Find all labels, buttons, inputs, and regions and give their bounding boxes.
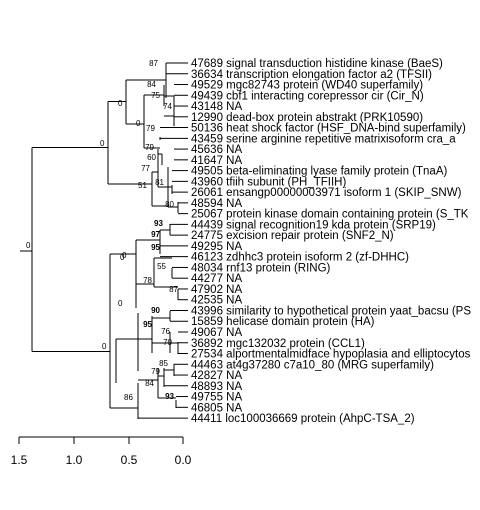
support-value: 51: [138, 181, 147, 190]
support-value: 70: [163, 338, 172, 347]
axis-tick-label-4: 0.0: [175, 453, 192, 467]
leaf-label: 46123 zdhhc3 protein isoform 2 (zf-DHHC): [191, 252, 409, 264]
support-value: 0: [118, 99, 123, 108]
support-value: 0: [120, 253, 125, 262]
leaf-label: 46805 NA: [191, 402, 242, 414]
axis-tick-label-1: 1.5: [11, 453, 28, 467]
leaf-label: 42827 NA: [191, 370, 242, 382]
leaf-label: 44463 at4g37280 c7a10_80 (MRG superfamil…: [191, 359, 434, 371]
leaf-label: 42535 NA: [191, 295, 242, 307]
support-value: 97: [151, 230, 160, 239]
support-value: 79: [151, 367, 160, 376]
support-value: 81: [155, 178, 164, 187]
axis-tick-label-2: 1.0: [66, 453, 83, 467]
leaf-label: 36892 mgc132032 protein (CCL1): [191, 338, 365, 350]
support-value: 87: [169, 285, 178, 294]
support-value: 60: [147, 153, 156, 162]
support-value: 0: [100, 139, 105, 148]
leaf-label: 43148 NA: [191, 101, 242, 113]
leaf-label: 27534 alportmentalmidface hypoplasia and…: [191, 349, 471, 361]
support-value: 93: [165, 392, 174, 401]
leaf-label: 44439 signal recognition19 kda protein (…: [191, 219, 436, 231]
leaf-label: 44411 loc100036669 protein (AhpC-TSA_2): [191, 413, 415, 425]
support-values: 0000870847574795177607981800093979578558…: [26, 59, 179, 402]
leaf-label: 26061 ensangp00000003971 isoform 1 (SKIP…: [191, 187, 462, 199]
leaf-label: 36634 transcription elongation factor a2…: [191, 69, 432, 81]
leaf-label: 47689 signal transduction histidine kina…: [191, 58, 443, 70]
support-value: 78: [143, 276, 152, 285]
support-value: 84: [147, 80, 156, 89]
leaf-label: 43960 tfiih subunit (PH_TFIIH): [191, 176, 346, 188]
leaf-label: 43459 serine arginine repetitive matrixi…: [191, 133, 456, 145]
support-value: 84: [145, 379, 154, 388]
leaf-label: 25067 protein kinase domain containing p…: [191, 209, 469, 221]
leaf-labels: 47689 signal transduction histidine kina…: [191, 58, 471, 425]
leaf-label: 43996 similarity to hypothetical protein…: [191, 305, 471, 317]
tree-branches: [20, 62, 188, 419]
leaf-label: 49067 NA: [191, 327, 242, 339]
support-value: 0: [26, 241, 31, 250]
leaf-label: 48034 rnf13 protein (RING): [191, 262, 331, 274]
support-value: 55: [157, 262, 166, 271]
support-value: 79: [146, 124, 155, 133]
leaf-label: 50136 heat shock factor (HSF_DNA-bind su…: [191, 123, 466, 135]
support-value: 0: [122, 251, 127, 260]
support-value: 74: [163, 102, 172, 111]
leaf-label: 49755 NA: [191, 392, 242, 404]
leaf-label: 48893 NA: [191, 381, 242, 393]
leaf-label: 45636 NA: [191, 144, 242, 156]
leaf-label: 44277 NA: [191, 273, 242, 285]
leaf-label: 49505 beta-eliminating lyase family prot…: [191, 166, 447, 178]
support-value: 93: [154, 219, 163, 228]
support-value: 76: [161, 327, 170, 336]
support-value: 79: [145, 143, 154, 152]
support-value: 0: [136, 119, 141, 128]
support-value: 75: [151, 91, 160, 100]
support-value: 86: [124, 393, 133, 402]
leaf-label: 49529 mgc82743 protein (WD40 superfamily…: [191, 80, 423, 92]
support-value: 95: [143, 320, 152, 329]
support-value: 90: [151, 306, 160, 315]
distance-axis: 1.5 1.0 0.5 0.0: [11, 436, 192, 467]
axis-tick-label-3: 0.5: [121, 453, 138, 467]
support-value: 0: [102, 342, 107, 351]
support-value: 80: [165, 200, 174, 209]
support-value: 85: [159, 359, 168, 368]
leaf-label: 15859 helicase domain protein (HA): [191, 316, 375, 328]
support-value: 0: [118, 299, 123, 308]
leaf-label: 49295 NA: [191, 241, 242, 253]
support-value: 95: [151, 243, 160, 252]
leaf-label: 24775 excision repair protein (SNF2_N): [191, 230, 394, 242]
leaf-label: 12990 dead-box protein abstrakt (PRK1059…: [191, 112, 423, 124]
leaf-label: 47902 NA: [191, 284, 242, 296]
support-value: 77: [141, 164, 150, 173]
leaf-label: 41647 NA: [191, 155, 242, 167]
leaf-label: 49439 cbf1 interacting corepressor cir (…: [191, 90, 424, 102]
leaf-label: 48594 NA: [191, 198, 242, 210]
support-value: 87: [149, 59, 158, 68]
